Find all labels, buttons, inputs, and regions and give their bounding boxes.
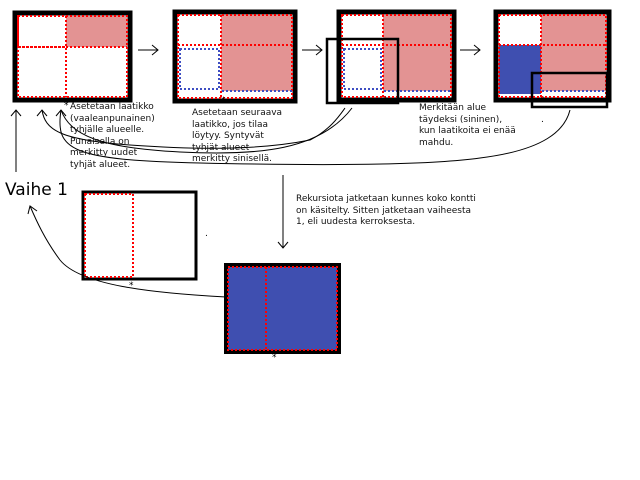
arrow-right	[138, 44, 159, 56]
recursion-caption: Rekursiota jatketaan kunnes koko kontti …	[296, 194, 476, 227]
placed-box	[541, 45, 606, 91]
dot-mark: .	[205, 229, 208, 239]
empty-area-red	[498, 14, 607, 98]
arrow-right	[302, 44, 323, 56]
empty-area-blue	[179, 48, 220, 90]
step-2-caption: Asetetaan seuraava laatikko, jos tilaa l…	[192, 108, 283, 164]
return-curve	[41, 107, 571, 166]
panel-next-layer: * .	[81, 190, 208, 291]
step-title: Vaihe 1	[5, 180, 68, 200]
origin-mark: *	[541, 96, 546, 106]
placed-box	[383, 45, 451, 91]
origin-mark: *	[64, 101, 69, 111]
return-curve	[27, 205, 227, 298]
origin-mark: *	[221, 96, 226, 106]
origin-mark: *	[129, 281, 134, 291]
placed-box	[541, 15, 606, 45]
highlight-frame	[325, 37, 400, 105]
step-3-caption: Merkitään alue täydeksi (sininen), kun l…	[419, 103, 516, 148]
empty-area-red	[177, 14, 293, 99]
filled-area	[499, 45, 541, 94]
placed-box	[66, 16, 127, 47]
panel-step-3: *	[325, 9, 457, 106]
origin-mark: *	[272, 353, 277, 363]
panel-step-2: *	[172, 9, 298, 106]
empty-area-blue	[343, 48, 382, 90]
filled-area	[228, 267, 337, 350]
highlight-frame	[530, 71, 609, 109]
placed-box	[221, 45, 292, 91]
arrow-down	[277, 175, 289, 249]
panel-step-4: *	[493, 9, 612, 109]
arrow-right	[460, 44, 481, 56]
placed-box	[221, 15, 292, 45]
container-frame	[81, 190, 198, 281]
origin-mark: *	[383, 96, 388, 106]
empty-area-red	[84, 193, 134, 278]
panel-step-1: *	[12, 10, 133, 111]
dot-mark: .	[541, 115, 544, 125]
empty-area-red	[341, 14, 452, 98]
empty-area-red	[17, 15, 128, 98]
placed-box	[383, 15, 451, 45]
panel-completed: *	[224, 263, 341, 363]
step-1-caption: Asetetaan laatikko (vaaleanpunainen) tyh…	[70, 102, 155, 170]
arrow-up	[10, 109, 22, 172]
